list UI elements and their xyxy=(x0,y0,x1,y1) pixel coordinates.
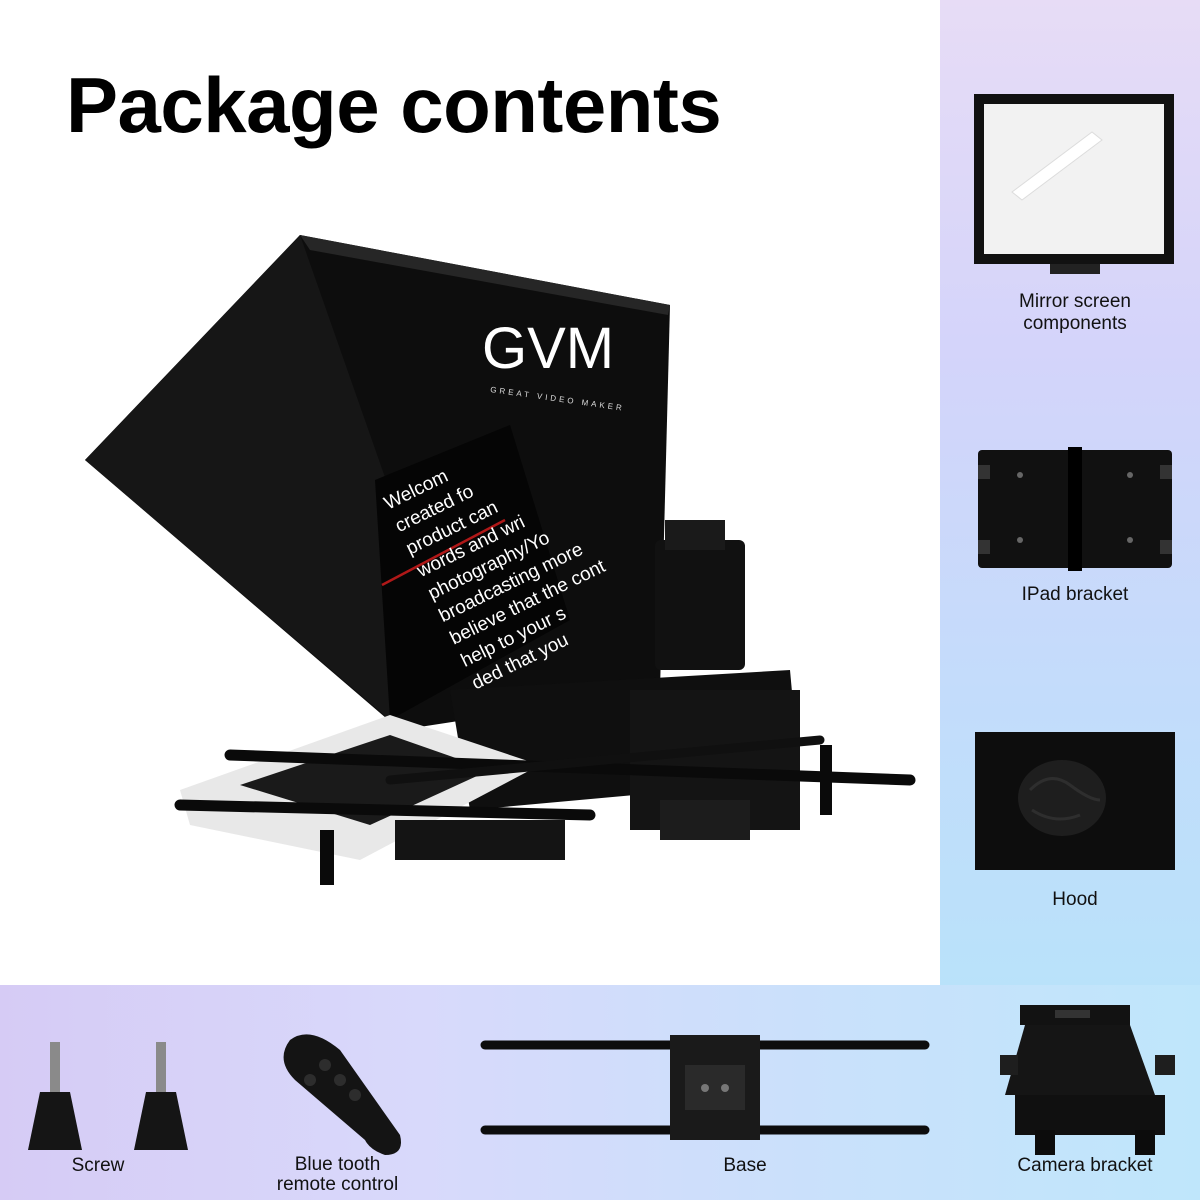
bottom-accessory-panel xyxy=(0,985,1200,1200)
ipad-bracket-label: IPad bracket xyxy=(1021,584,1129,605)
camera-bracket-label: Camera bracket xyxy=(1017,1155,1153,1176)
base-image xyxy=(480,1035,930,1140)
hood-label: Hood xyxy=(1052,889,1098,910)
bluetooth-remote-label: Blue tooth remote control xyxy=(276,1154,399,1195)
hood-image xyxy=(975,732,1175,870)
screw-label: Screw xyxy=(71,1155,125,1176)
teleprompter-product: Welcom created fo product can words and … xyxy=(85,235,916,885)
teleprompter-glass xyxy=(375,425,570,720)
screw-image xyxy=(28,1042,188,1150)
mirror-screen-image xyxy=(974,94,1174,274)
page-title: Package contents xyxy=(66,61,722,149)
camera-bracket-image xyxy=(1000,1005,1175,1155)
ipad-bracket-image xyxy=(978,447,1172,571)
bluetooth-remote-image xyxy=(283,1034,401,1155)
base-label: Base xyxy=(723,1155,767,1176)
brand-logo: GVM xyxy=(482,316,614,381)
mirror-screen-label: Mirror screen components xyxy=(1019,291,1131,334)
